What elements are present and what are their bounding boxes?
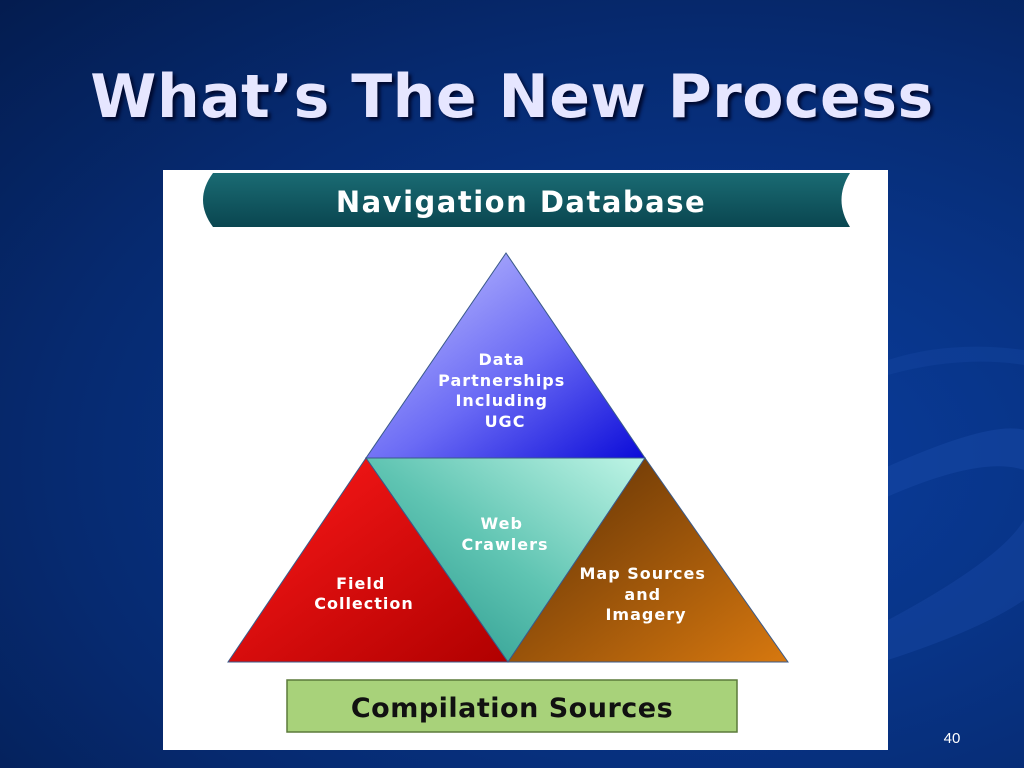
middle-label-line: Web: [481, 514, 523, 533]
middle-label-line: Crawlers: [462, 535, 549, 554]
top-label-line: UGC: [485, 412, 526, 431]
compilation-sources-box: Compilation Sources: [286, 679, 738, 733]
slide-title: What’s The New Process: [90, 62, 934, 132]
triangle-left: [227, 457, 509, 663]
left-label-line: Field: [336, 574, 385, 593]
top-triangle-label: Data Partnerships Including UGC: [438, 350, 572, 431]
top-label-line: Data: [478, 350, 525, 369]
navigation-database-banner: Navigation Database: [203, 173, 850, 227]
left-triangle-label: Field Collection: [314, 574, 414, 613]
right-label-line: Imagery: [605, 605, 686, 624]
banner-label: Navigation Database: [336, 185, 706, 219]
right-label-line: Map Sources: [580, 564, 706, 583]
top-label-line: Including: [455, 391, 547, 410]
diagram-panel: Navigation Database Data Partnerships In…: [163, 170, 888, 750]
right-triangle-label: Map Sources and Imagery: [580, 564, 713, 624]
top-label-line: Partnerships: [438, 371, 565, 390]
page-number: 40: [943, 730, 961, 747]
pyramid-diagram: Navigation Database Data Partnerships In…: [203, 173, 850, 733]
left-label-line: Collection: [314, 594, 414, 613]
middle-triangle-label: Web Crawlers: [462, 514, 549, 554]
footer-label: Compilation Sources: [351, 693, 673, 724]
right-label-line: and: [624, 585, 661, 604]
triangle-right: [507, 457, 789, 663]
